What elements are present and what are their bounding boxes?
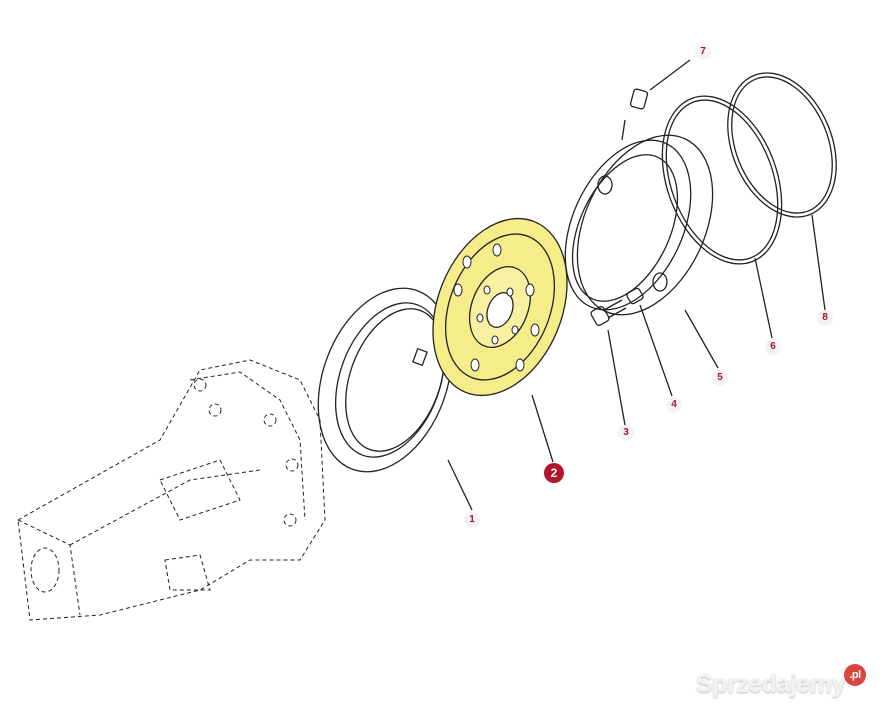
part-2-friction-disc (432, 217, 568, 463)
watermark-suffix: .pl (844, 664, 866, 686)
callout-6[interactable]: 6 (765, 339, 781, 355)
watermark-brand: Sprzedajemy (696, 670, 845, 698)
callout-7[interactable]: 7 (695, 44, 711, 60)
part-6-seal-ring (661, 95, 783, 339)
watermark-logo: Sprzedajemy .pl (696, 664, 866, 699)
part-4-bushing (626, 287, 673, 397)
axle-housing (17, 359, 326, 621)
part-8-seal-ring (727, 72, 837, 311)
part-5-plate (564, 134, 719, 369)
callout-4[interactable]: 4 (666, 397, 682, 413)
callout-5[interactable]: 5 (712, 370, 728, 386)
part-1-ring (317, 287, 473, 511)
callout-3[interactable]: 3 (618, 425, 634, 441)
callout-1[interactable]: 1 (464, 512, 480, 528)
part-3-bolt (590, 299, 627, 426)
callout-2[interactable]: 2 (544, 463, 564, 483)
callout-8[interactable]: 8 (817, 310, 833, 326)
part-7-pin (621, 59, 691, 141)
